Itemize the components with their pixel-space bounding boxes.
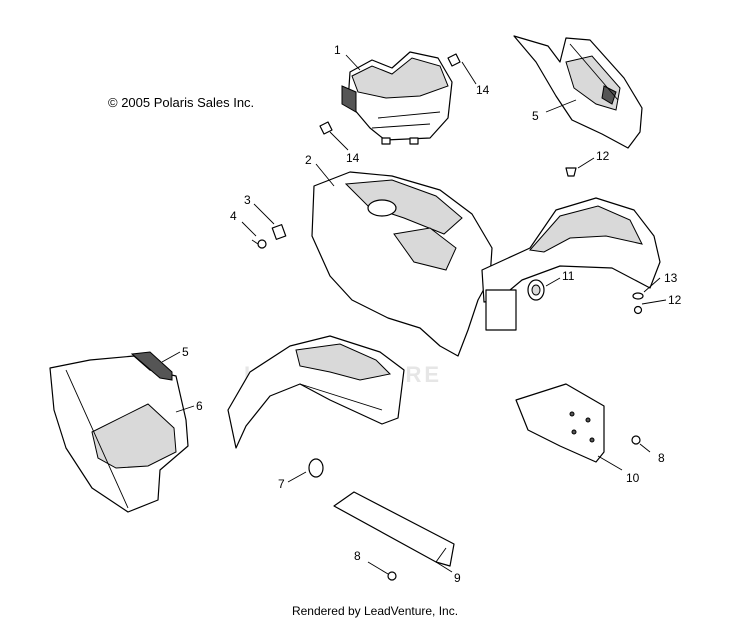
callout-9: 9 xyxy=(454,571,461,585)
callout-6: 6 xyxy=(196,399,203,413)
callout-14-middle: 14 xyxy=(346,151,360,165)
part-6-side-panel xyxy=(49,351,189,513)
copyright-notice: © 2005 Polaris Sales Inc. xyxy=(108,95,255,110)
part-12-screw-top xyxy=(565,167,577,177)
callout-2: 2 xyxy=(305,153,312,167)
part-5-top-side-panel xyxy=(513,35,643,149)
callout-5-top: 5 xyxy=(532,109,539,123)
callout-3: 3 xyxy=(244,193,251,207)
part-11-grommet xyxy=(527,279,545,301)
part-14-screw-top xyxy=(447,53,461,67)
callout-7: 7 xyxy=(278,477,285,491)
callout-8-bottom: 8 xyxy=(354,549,361,563)
part-12-screw-right xyxy=(633,305,643,315)
callout-10: 10 xyxy=(626,471,640,485)
callout-12-right: 12 xyxy=(668,293,682,307)
part-9-heat-shield xyxy=(333,491,455,567)
part-13-washer xyxy=(632,292,644,300)
callout-8-right: 8 xyxy=(658,451,665,465)
part-8-screw-right xyxy=(631,435,641,445)
callout-12-top: 12 xyxy=(596,149,610,163)
part-7-retainer xyxy=(308,458,324,478)
part-2-main-body xyxy=(227,171,661,449)
callout-5-left: 5 xyxy=(182,345,189,359)
callout-14-top: 14 xyxy=(476,83,490,97)
part-3-clip xyxy=(271,224,287,240)
part-1-headlight-pod xyxy=(341,51,453,145)
leader-lines xyxy=(161,54,667,575)
callout-4: 4 xyxy=(230,209,237,223)
callout-1: 1 xyxy=(334,43,341,57)
callout-11: 11 xyxy=(562,269,575,283)
part-4-screw xyxy=(251,239,267,249)
rendered-by-footer: Rendered by LeadVenture, Inc. xyxy=(291,604,459,618)
part-14-screw-middle xyxy=(319,121,333,135)
callout-13: 13 xyxy=(664,271,678,285)
part-8-screw-bottom xyxy=(387,571,397,581)
part-10-bracket-plate xyxy=(515,383,605,463)
